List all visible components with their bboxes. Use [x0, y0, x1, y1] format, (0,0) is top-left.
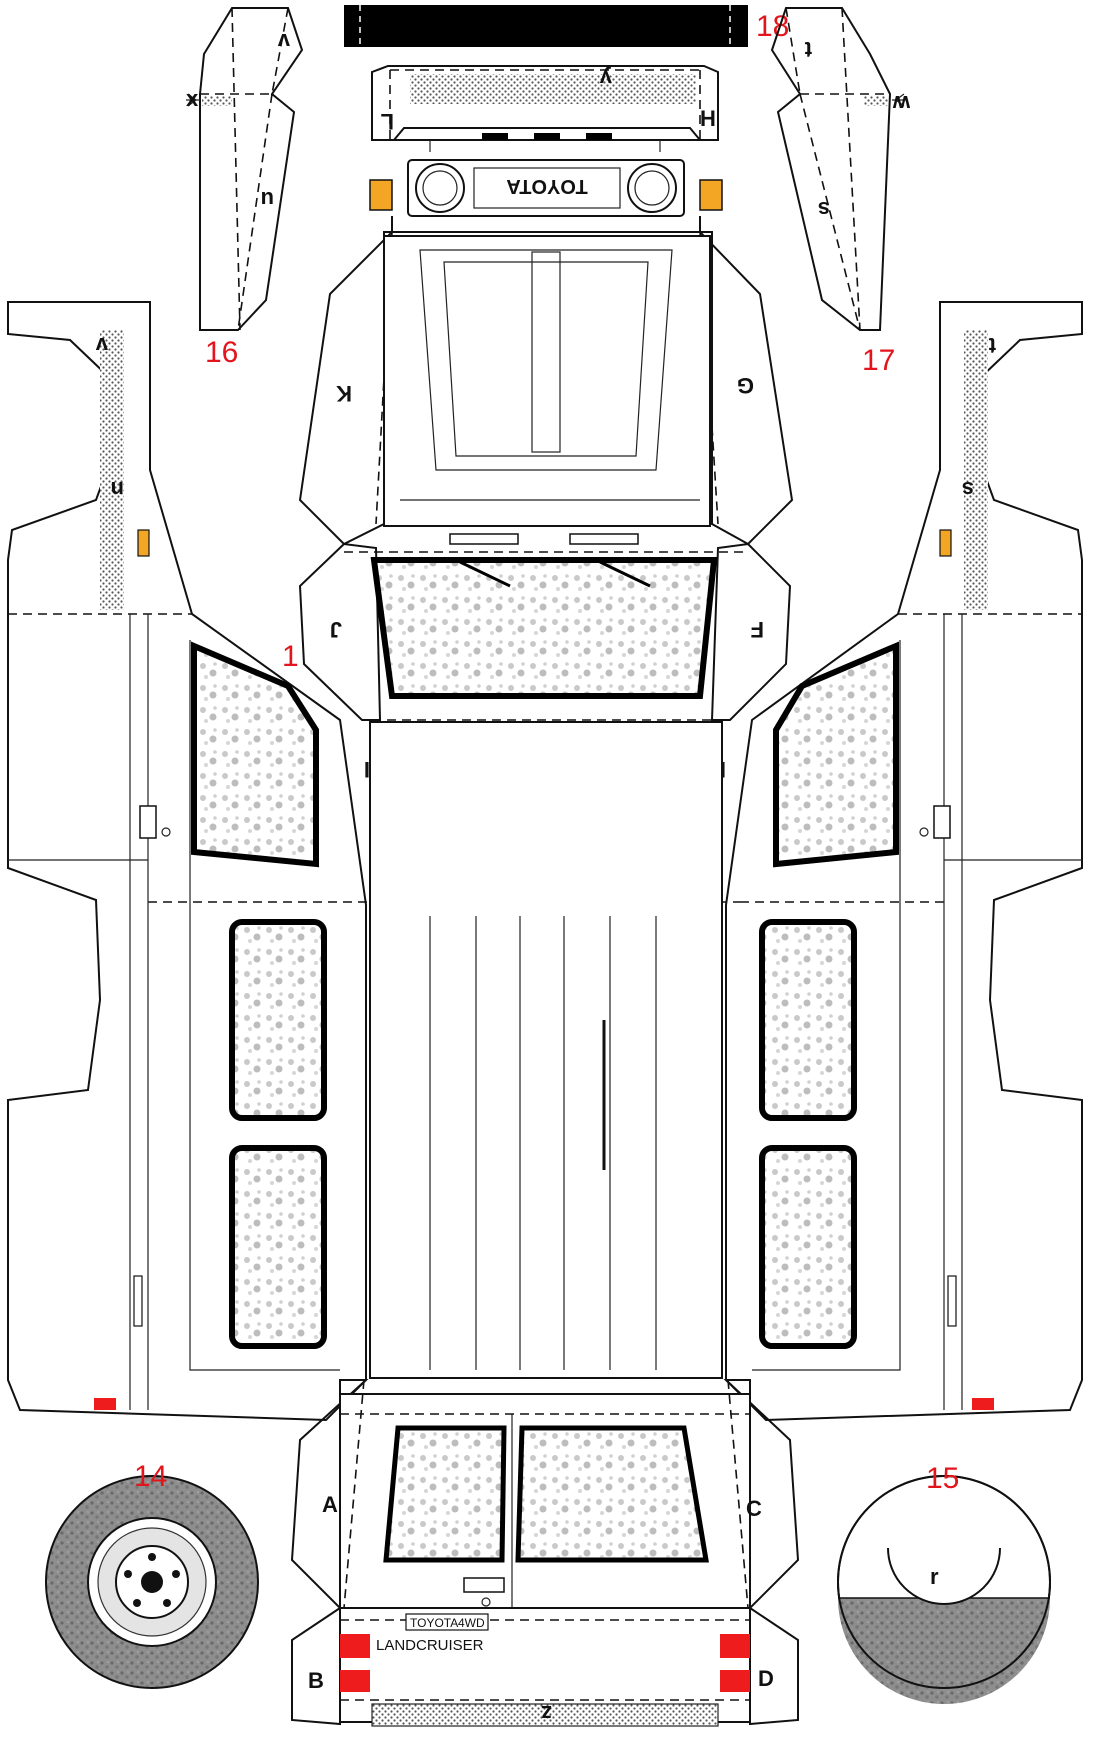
- tab-letter-l: L: [381, 109, 394, 134]
- tab-letter-s-body: s: [962, 477, 974, 502]
- tab-letter-s-fender: s: [818, 197, 830, 222]
- spare-cover-part: [837, 1475, 1051, 1704]
- part-number-1: 1: [282, 640, 299, 673]
- tab-letter-u-fender: u: [261, 187, 274, 212]
- tab-letter-x: x: [186, 86, 199, 111]
- left-body-side: [7, 301, 740, 1422]
- part-number-15: 15: [926, 1462, 959, 1495]
- windshield-part: [298, 533, 792, 721]
- tab-letter-r: r: [930, 1564, 939, 1589]
- hood-part: [298, 231, 794, 546]
- tab-letter-d: D: [758, 1666, 774, 1691]
- left-fender-part: [186, 7, 304, 331]
- tab-letter-v-left: v: [277, 29, 290, 54]
- tab-letter-j: J: [330, 617, 342, 642]
- tab-letter-g: G: [737, 373, 754, 398]
- rear-brand-badge: TOYOTA: [410, 1616, 458, 1630]
- front-grille-part: [369, 65, 723, 233]
- tab-letter-f: F: [751, 617, 764, 642]
- tab-letter-b: B: [308, 1668, 324, 1693]
- right-body-side: [725, 301, 1083, 1422]
- tab-letter-a: A: [322, 1492, 338, 1517]
- right-fender-part: [770, 7, 906, 331]
- rear-drive-badge: 4WD: [458, 1616, 485, 1630]
- roof-panel-part: [369, 721, 723, 1379]
- grille-brand-badge: TOYOTA: [506, 175, 587, 197]
- part-number-14: 14: [134, 1460, 167, 1493]
- tab-letter-h: H: [700, 106, 716, 131]
- tab-letter-t-fender: t: [804, 37, 812, 62]
- tab-letter-k: K: [336, 381, 352, 406]
- tab-letter-w: w: [892, 91, 911, 116]
- tab-letter-v-body: v: [95, 333, 108, 358]
- tab-letter-t-body: t: [988, 333, 996, 358]
- roof-strip-part: [344, 5, 748, 47]
- part-number-16: 16: [205, 336, 238, 369]
- tab-letter-z: z: [541, 1701, 552, 1726]
- rear-model-badge: LANDCRUISER: [376, 1637, 484, 1654]
- tab-letter-n: n: [111, 477, 124, 502]
- tab-letter-y: y: [599, 66, 612, 91]
- rear-panel-part: [290, 1379, 800, 1727]
- part-number-17: 17: [862, 344, 895, 377]
- tab-letter-c: C: [746, 1496, 762, 1521]
- tab-letter-i: I: [364, 757, 370, 782]
- wheel-part: [45, 1475, 259, 1689]
